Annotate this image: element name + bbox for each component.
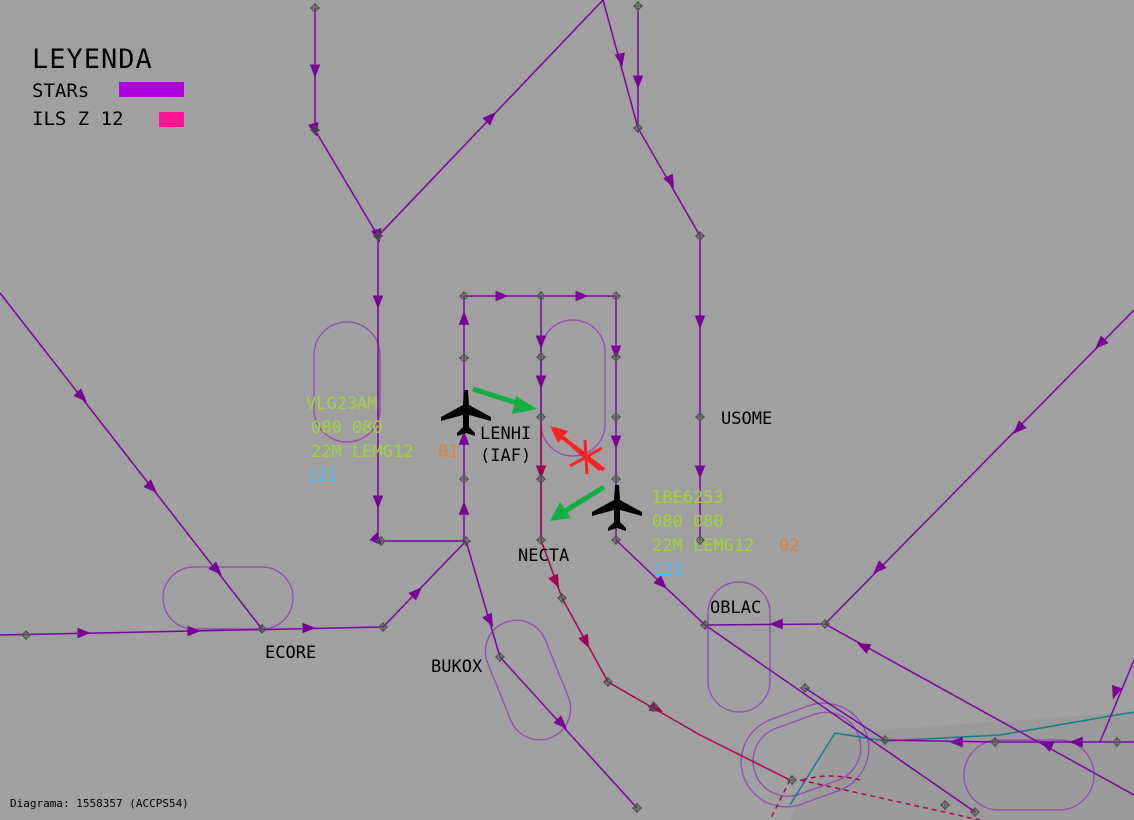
altitude-line: 080 080	[311, 418, 383, 438]
diagram-footer: Diagrama: 1558357 (ACCPS54)	[10, 797, 189, 810]
vector-arrow-green-2	[550, 484, 606, 521]
callsign[interactable]: IBE6253	[652, 488, 724, 508]
airplane-icon[interactable]	[441, 390, 491, 436]
vector-arrow-green-1	[472, 386, 537, 414]
waypoint-label-bukox: BUKOX	[431, 657, 483, 677]
sequence-number: 01	[438, 442, 459, 462]
waypoint-label-lenhi: LENHI	[480, 424, 532, 444]
waypoint-label-ecore: ECORE	[265, 643, 317, 663]
sequence-number: 02	[779, 536, 800, 556]
waypoint-label-usome: USOME	[721, 409, 773, 429]
legend-swatch-stars	[119, 82, 184, 97]
legend-item-ils: ILS Z 12	[32, 108, 124, 130]
legend-title: LEYENDA	[32, 44, 153, 75]
info-code: i21	[307, 466, 338, 486]
airplane-icon[interactable]	[592, 485, 642, 531]
waypoint-label-lenhi-iaf: (IAF)	[480, 446, 532, 466]
waypoint-label-oblac: OBLAC	[710, 598, 762, 618]
destination-line: 22M LEMG12	[652, 536, 755, 556]
altitude-line: 080 080	[652, 512, 724, 532]
legend-item-stars: STARs	[32, 80, 90, 102]
callsign[interactable]: VLG23AM	[306, 394, 378, 414]
ils-approach	[535, 420, 981, 820]
conflict-x-icon	[569, 439, 603, 475]
legend-swatch-ils	[159, 112, 184, 127]
destination-line: 22M LEMG12	[311, 442, 414, 462]
waypoint-markers	[20, 0, 1123, 818]
waypoint-label-necta: NECTA	[518, 546, 570, 566]
info-code: i21	[653, 560, 684, 580]
